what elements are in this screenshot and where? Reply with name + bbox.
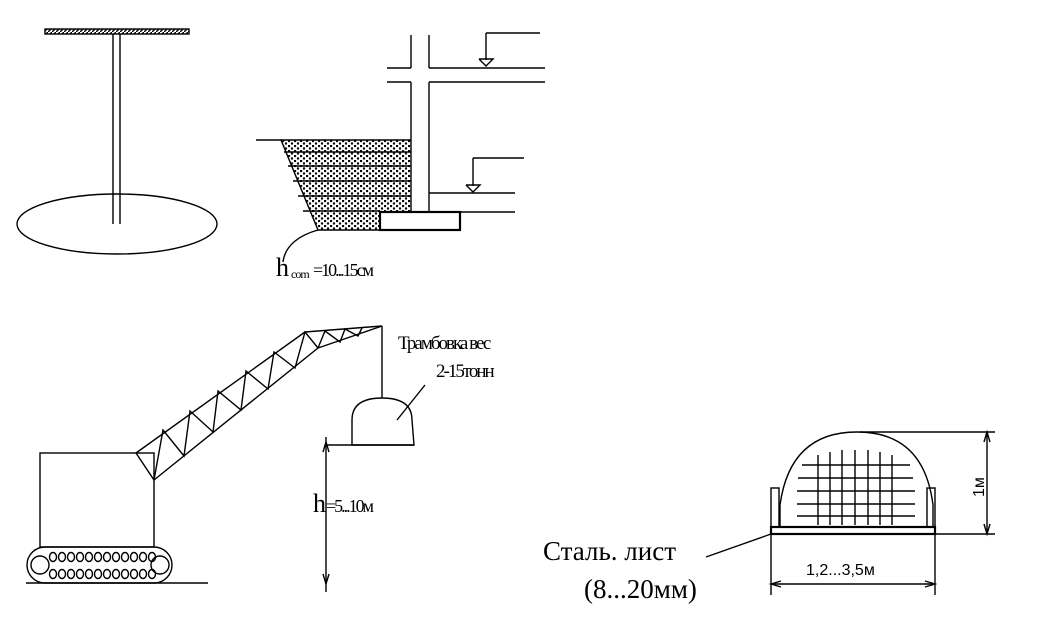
sand-backfill <box>281 140 411 230</box>
track-wheel <box>75 568 85 580</box>
crane-cab <box>39 452 155 548</box>
height-dim-arrow-top <box>983 429 991 443</box>
drop-height-value: =5...10м <box>326 496 374 516</box>
jib-chord <box>304 325 383 333</box>
level-mark-triangle <box>478 58 495 67</box>
height-dim-arrow-bottom <box>322 573 330 587</box>
h-layer-sub: com <box>291 267 310 281</box>
track-wheel <box>111 568 121 580</box>
height-dim-arrow-top <box>322 439 330 453</box>
track-wheel <box>138 551 148 563</box>
side-bracket-right <box>926 487 936 528</box>
track-end-wheel <box>150 555 170 575</box>
tamper-dome <box>779 431 934 527</box>
block-width-label: 1,2...3,5м <box>806 562 875 579</box>
track-wheel <box>48 551 58 563</box>
drop-weight <box>351 397 415 446</box>
boom-lattice <box>135 330 319 482</box>
track-wheel <box>57 551 67 563</box>
track-wheel <box>120 551 130 563</box>
steel-leader <box>705 533 772 558</box>
track-wheel <box>66 568 76 580</box>
track-wheel <box>48 568 58 580</box>
tamper-handle-bar <box>44 28 190 35</box>
track-wheel <box>75 551 85 563</box>
track-wheel <box>66 551 76 563</box>
h-layer-label: h <box>276 253 289 282</box>
width-dim-arrow-left <box>768 580 782 588</box>
tamper-weight-value: 2-15тонн <box>436 361 495 382</box>
track-wheel <box>102 551 112 563</box>
rebar-mesh <box>797 450 915 525</box>
height-dim-arrow-bottom <box>983 523 991 537</box>
track-end-wheel <box>30 555 50 575</box>
boom-chord <box>153 347 319 481</box>
reinforced-tamper: 1м 1,2...3,5м Сталь. лист (8...20мм) <box>543 429 995 604</box>
h-leader <box>282 229 319 263</box>
pit-outline <box>256 139 380 231</box>
foundation-section: h com =10...15см <box>256 32 545 282</box>
steel-sheet-label: Сталь. лист <box>543 536 676 566</box>
block-height-label: 1м <box>971 477 988 497</box>
track-wheel <box>57 568 67 580</box>
width-dim-arrow-right <box>924 580 938 588</box>
steel-plate <box>769 525 937 536</box>
track-wheel <box>111 551 121 563</box>
crane-track <box>26 546 173 584</box>
drop-height-label: h <box>313 489 326 518</box>
track-wheel <box>147 568 157 580</box>
track-wheel <box>102 568 112 580</box>
h-layer-value: =10...15см <box>313 260 374 280</box>
track-wheel <box>84 568 94 580</box>
track-wheel <box>93 551 103 563</box>
hand-tamper <box>16 28 218 255</box>
track-wheel <box>129 551 139 563</box>
footing <box>378 210 462 232</box>
side-bracket-left <box>770 487 780 528</box>
track-wheel <box>138 568 148 580</box>
track-wheel <box>129 568 139 580</box>
track-wheel <box>120 568 130 580</box>
track-wheel <box>84 551 94 563</box>
jib-lattice <box>317 327 363 349</box>
weight-leader <box>396 384 426 421</box>
track-wheel <box>93 568 103 580</box>
track-wheels <box>30 551 170 580</box>
tamper-weight-label: Трамбовка вес <box>398 333 491 354</box>
crane-tamper: Трамбовка вес 2-15тонн h =5...10м <box>26 325 497 592</box>
jib-chord <box>317 325 383 349</box>
level-mark-triangle <box>465 184 482 193</box>
tamper-plate <box>16 193 218 255</box>
steel-thickness-label: (8...20мм) <box>584 574 697 604</box>
